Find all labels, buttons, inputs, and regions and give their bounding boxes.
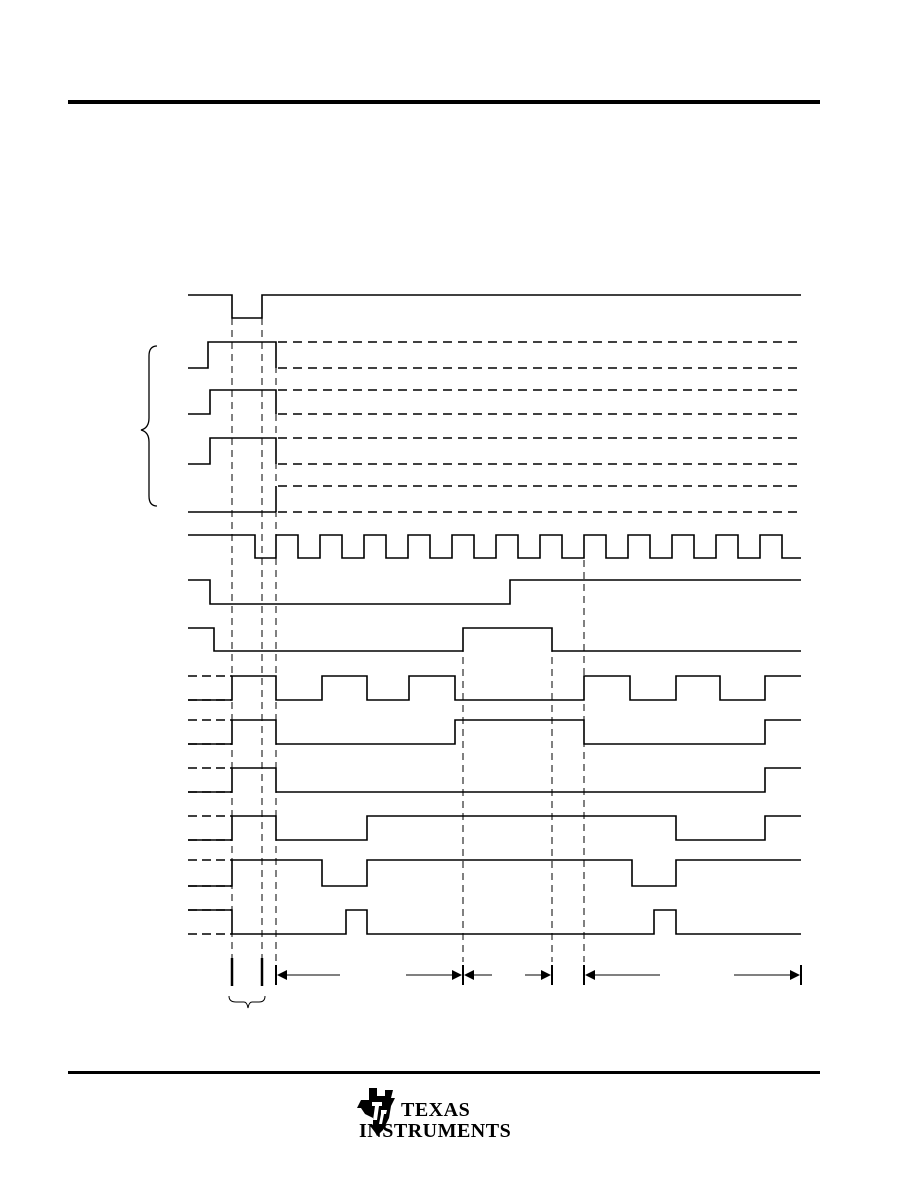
header-rule xyxy=(68,100,820,104)
footer-rule xyxy=(68,1071,820,1074)
ti-logo-icon xyxy=(357,1088,395,1136)
texas-instruments-logo: TEXAS INSTRUMENTS xyxy=(355,1084,525,1144)
signal-15-wave xyxy=(188,909,801,935)
interval-3-head-right xyxy=(790,970,800,980)
interval-1-head-right xyxy=(452,970,462,980)
signal-12-wave xyxy=(188,767,801,793)
signal-8-wave xyxy=(188,579,801,605)
timing-waveforms xyxy=(188,294,801,935)
signal-13-wave xyxy=(188,815,801,841)
signal-strobe-wave xyxy=(188,294,801,319)
interval-2-head-right xyxy=(541,970,551,980)
setup-brace xyxy=(228,995,266,1009)
interval-2-head-left xyxy=(464,970,474,980)
interval-1-head-left xyxy=(277,970,287,980)
interval-arrows xyxy=(228,958,802,1009)
bus-dashed-lines xyxy=(188,341,801,935)
bus-line-2-wave xyxy=(188,389,277,415)
brand-wordmark-line-1: TEXAS xyxy=(401,1099,471,1121)
signal-9-wave xyxy=(188,627,801,652)
bus-line-1-wave xyxy=(188,341,277,369)
signal-11-wave xyxy=(188,719,801,745)
signal-clock-wave xyxy=(188,534,801,559)
bus-group-brace xyxy=(140,345,158,507)
interval-3-head-left xyxy=(585,970,595,980)
signal-14-wave xyxy=(188,859,801,887)
brand-wordmark-line-2: INSTRUMENTS xyxy=(359,1120,512,1142)
left-brace xyxy=(140,345,158,507)
signal-10-wave xyxy=(188,675,801,701)
bus-line-3-wave xyxy=(188,437,277,465)
